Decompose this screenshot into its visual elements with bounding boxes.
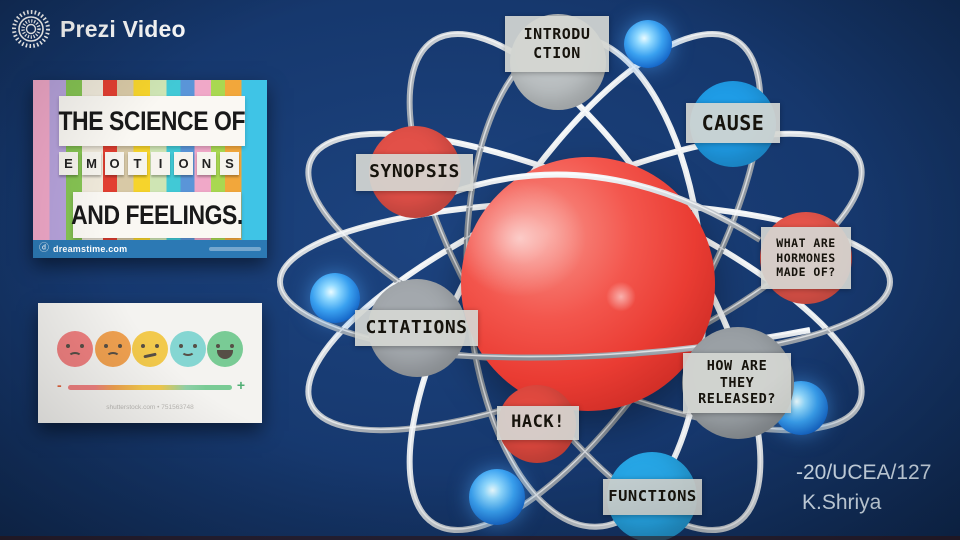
mood-gradient-bar: [68, 385, 232, 390]
topic-label-introduction[interactable]: INTRODU CTION: [505, 16, 609, 72]
letter-tile: M: [82, 152, 101, 175]
topic-label-functions[interactable]: FUNCTIONS: [603, 479, 702, 515]
dreamstime-id-text: [209, 247, 261, 251]
letter-tiles: E M O T I O N S: [59, 152, 241, 175]
presenter-name: K.Shriya: [802, 491, 882, 514]
mood-face-very-sad: [57, 331, 93, 367]
electron-sphere: [469, 469, 525, 525]
letter-tile: O: [105, 152, 124, 175]
letter-tile: T: [128, 152, 147, 175]
dreamstime-logo-icon: ⓓ: [39, 243, 49, 254]
dreamstime-watermark-bar: ⓓ dreamstime.com: [33, 240, 267, 258]
letter-tile: E: [59, 152, 78, 175]
mood-face-sad: [95, 331, 131, 367]
frame-bottom-edge: [0, 536, 960, 540]
shutterstock-watermark: shutterstock.com • 751563748: [106, 404, 194, 411]
topic-label-cause[interactable]: CAUSE: [686, 103, 780, 143]
topic-label-synopsis[interactable]: SYNOPSIS: [356, 154, 473, 191]
letter-tile: S: [220, 152, 239, 175]
mood-face-happy: [170, 331, 206, 367]
topic-label-hormones[interactable]: WHAT ARE HORMONES MADE OF?: [761, 227, 851, 289]
mood-face-very-happy: [207, 331, 243, 367]
mood-face-neutral: [132, 331, 168, 367]
presenter-credits: -20/UCEA/127 K.Shriya: [796, 458, 931, 518]
brand-name: Prezi Video: [60, 15, 186, 42]
title-heading: THE SCIENCE OF: [59, 96, 246, 146]
electron-sphere: [310, 273, 360, 323]
topic-label-hack[interactable]: HACK!: [497, 406, 579, 440]
letter-tile: O: [174, 152, 193, 175]
atom-nucleus[interactable]: [461, 157, 715, 411]
slide-image-mood-scale: - + shutterstock.com • 751563748: [38, 303, 262, 423]
presenter-code: -20/UCEA/127: [796, 461, 932, 484]
letter-tile: N: [197, 152, 216, 175]
electron-sphere: [624, 20, 672, 68]
plus-sign: +: [236, 377, 245, 393]
minus-sign: -: [57, 377, 62, 393]
topic-label-released[interactable]: HOW ARE THEY RELEASED?: [683, 353, 791, 413]
slide-image-title-card: THE SCIENCE OF E M O T I O N S AND FEELI…: [33, 80, 267, 258]
prezi-sunburst-icon: [12, 10, 50, 48]
dreamstime-watermark: dreamstime.com: [53, 244, 128, 254]
brand-logo: Prezi Video: [11, 9, 186, 49]
letter-tile: I: [151, 152, 170, 175]
topic-label-citations[interactable]: CITATIONS: [355, 310, 478, 346]
title-subheading: AND FEELINGS.: [71, 192, 243, 238]
